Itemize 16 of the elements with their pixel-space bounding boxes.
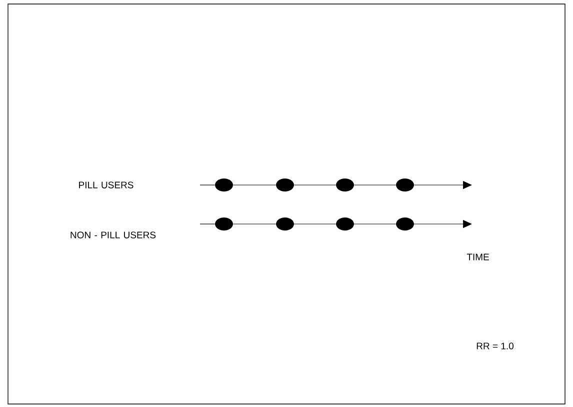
dot (336, 218, 354, 230)
label: TIME (466, 254, 489, 260)
line (200, 184, 216, 186)
line (232, 184, 276, 186)
row-label: PILL USERS (79, 182, 134, 188)
dot (276, 178, 294, 192)
label: RR = 1.0 (476, 342, 514, 350)
dot (336, 178, 354, 192)
dot (215, 178, 233, 192)
row-label: NON - PILL USERS (70, 232, 156, 238)
line (354, 184, 396, 186)
line (294, 184, 336, 186)
dot (276, 218, 294, 230)
dot (396, 218, 414, 230)
dot (396, 178, 414, 192)
dot (215, 218, 233, 230)
